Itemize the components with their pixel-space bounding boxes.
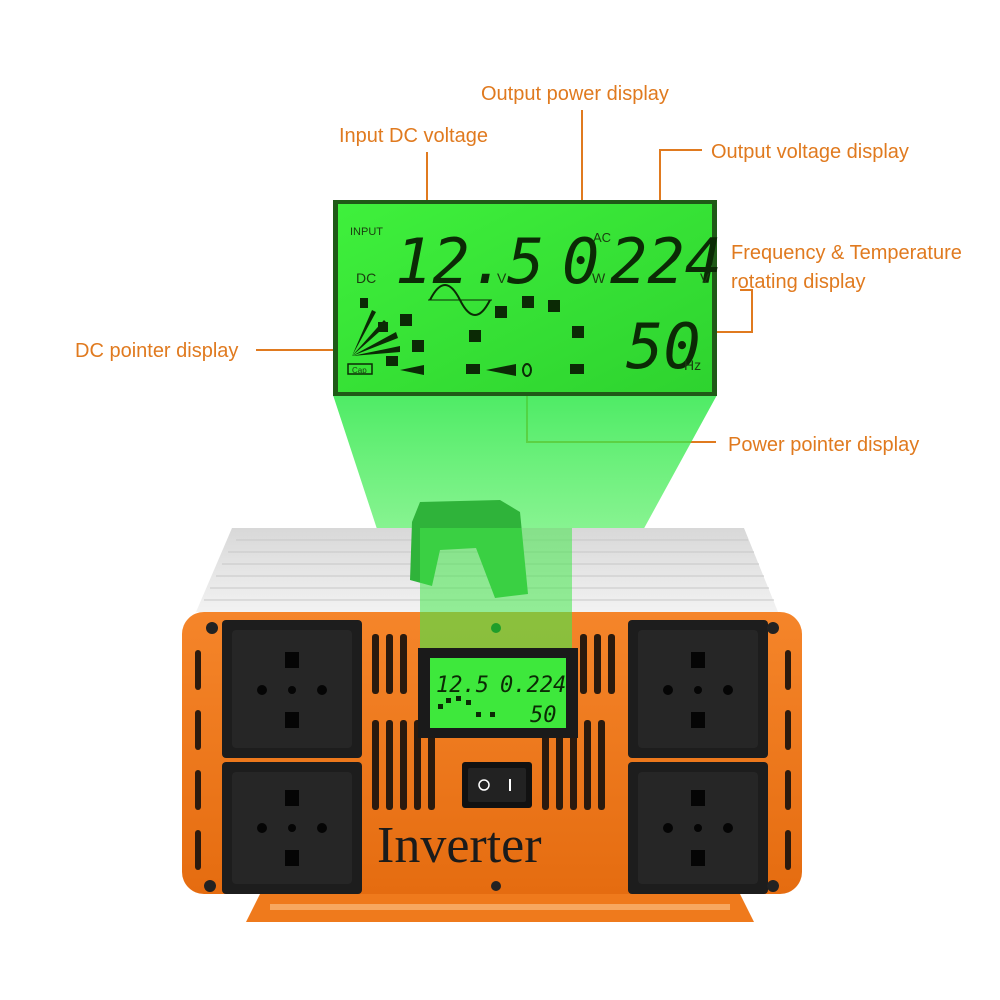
socket-top-right [628,620,768,758]
callout-output-power: Output power display [481,83,669,105]
screws [204,622,779,892]
lcd-input-voltage: 12.5 [395,225,544,298]
lcd-input-label: INPUT [350,226,383,238]
lcd-frequency-unit: Hz [684,357,701,373]
dc-pointer-icon [352,298,424,375]
brand-label: Inverter [377,817,542,874]
lcd-frequency: 50 [626,310,701,383]
status-led [491,623,501,633]
socket-bottom-right [628,762,768,894]
small-lcd-output: 0.224 [500,673,566,698]
lcd-output-voltage: 224 [610,225,722,298]
callout-power-pointer: Power pointer display [728,434,920,456]
lcd-voltage-unit: V [497,270,507,286]
callout-output-voltage: Output voltage display [711,141,909,163]
small-lcd-voltage: 12.5 [436,673,489,698]
lcd-output-power: 0 [562,225,599,298]
lcd-output-voltage-unit: V [700,270,710,286]
socket-top-left [222,620,362,758]
callout-dc-pointer: DC pointer display [75,340,239,362]
lcd-ac-label: AC [593,230,611,245]
power-pointer-icon [466,296,584,377]
power-switch [462,762,532,808]
lcd-power-unit: W [592,270,606,286]
inverter-body: 12.5 0.224 50 Inverter [182,500,802,922]
lcd-cap-label: Cap [352,366,367,375]
small-lcd-freq: 50 [530,703,557,728]
socket-bottom-left [222,762,362,894]
lcd-dc-label: DC [356,270,376,286]
vent-slots [195,634,791,870]
callout-freq-temp-line1: Frequency & Temperature [731,242,962,264]
lcd-panel-large: INPUT DC AC 12.5 V 0 W 224 V 50 Hz [333,200,722,396]
callout-freq-temp-line2: rotating display [731,271,866,293]
callout-input-dc-voltage: Input DC voltage [339,125,488,147]
lcd-panel-small: 12.5 0.224 50 [418,648,578,738]
cap-indicator [347,363,373,375]
